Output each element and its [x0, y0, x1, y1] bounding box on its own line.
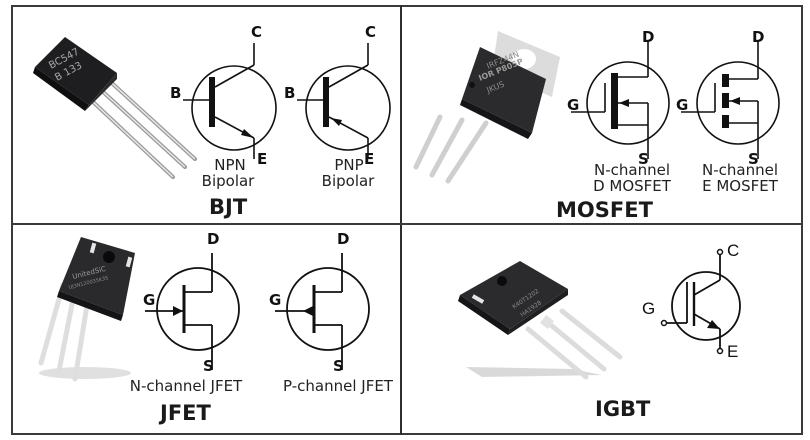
- dmos-caption-line2: D MOSFET: [593, 177, 671, 195]
- emos-gate-label: G: [676, 96, 689, 114]
- diagram-frame: [11, 5, 803, 435]
- igbt-shadow: [466, 367, 602, 377]
- dmos-source-label: S: [638, 150, 649, 168]
- to92-body: [33, 37, 117, 111]
- bjt-title: BJT: [209, 195, 248, 219]
- dmos-drain-label: D: [642, 28, 655, 46]
- to247-body: [57, 237, 135, 321]
- emos-caption-line2: E MOSFET: [702, 177, 778, 195]
- njfet-drain-label: D: [207, 230, 220, 248]
- njfet-gate-label: G: [143, 291, 156, 309]
- igbt-symbol: [660, 248, 741, 355]
- igbt-title: IGBT: [595, 397, 651, 421]
- to220-body: [460, 47, 546, 139]
- depletion-mosfet-symbol: [571, 41, 670, 159]
- panel-bjt: BC547 B 133 C B E C B E NPN Bipo: [13, 7, 400, 223]
- mosfet-package-image: IRFZ44N IOR P805P JKUS: [413, 31, 780, 184]
- jfet-package-image: UnitedSiC UJ3N120035K3S: [38, 237, 370, 382]
- panel-igbt: K40T1202 HA1928 C G E IGBT: [402, 225, 801, 433]
- npn-collector-label: C: [251, 23, 263, 41]
- dmos-gate-label: G: [567, 96, 580, 114]
- emos-drain-label: D: [752, 28, 765, 46]
- to247-leads: [525, 308, 623, 380]
- jfet-title: JFET: [160, 401, 211, 425]
- emos-caption-line1: N-channel: [702, 161, 778, 179]
- npn-emitter-label: E: [257, 150, 268, 168]
- njfet-source-label: S: [203, 357, 214, 375]
- pnp-symbol: [297, 43, 391, 159]
- horizontal-divider: [11, 223, 803, 225]
- bjt-package-image: BC547 B 133: [33, 37, 391, 179]
- npn-base-label: B: [170, 84, 182, 102]
- to247-body: [458, 261, 568, 335]
- npn-caption-line1: NPN: [214, 156, 246, 174]
- igbt-package-image: K40T1202 HA1928: [458, 248, 741, 380]
- emos-source-label: S: [748, 150, 759, 168]
- pjfet-gate-label: G: [269, 291, 282, 309]
- npn-caption-line2: Bipolar: [201, 172, 255, 190]
- pjfet-drain-label: D: [337, 230, 350, 248]
- igbt-collector-label: C: [727, 241, 740, 260]
- panel-mosfet: IRFZ44N IOR P805P JKUS: [402, 7, 801, 223]
- pnp-collector-label: C: [365, 23, 377, 41]
- dmos-caption-line1: N-channel: [594, 161, 670, 179]
- pnp-caption-line2: Bipolar: [321, 172, 375, 190]
- n-channel-jfet-symbol: [145, 253, 240, 370]
- panel-jfet: UnitedSiC UJ3N120035K3S D G S D G S: [13, 225, 400, 433]
- jfet-shadow: [39, 367, 131, 379]
- to220-leads: [413, 114, 489, 184]
- vertical-divider: [400, 5, 402, 435]
- pnp-caption-line1: PNP: [334, 156, 364, 174]
- njfet-caption: N-channel JFET: [129, 377, 243, 395]
- enhancement-mosfet-symbol: [681, 41, 780, 159]
- pnp-base-label: B: [284, 84, 296, 102]
- p-channel-jfet-symbol: [275, 253, 370, 370]
- npn-symbol: [183, 43, 277, 159]
- pjfet-source-label: S: [333, 357, 344, 375]
- igbt-emitter-label: E: [727, 342, 739, 361]
- pjfet-caption: P-channel JFET: [283, 377, 393, 395]
- igbt-gate-label: G: [642, 299, 656, 318]
- pnp-emitter-label: E: [364, 150, 375, 168]
- mosfet-title: MOSFET: [556, 198, 653, 222]
